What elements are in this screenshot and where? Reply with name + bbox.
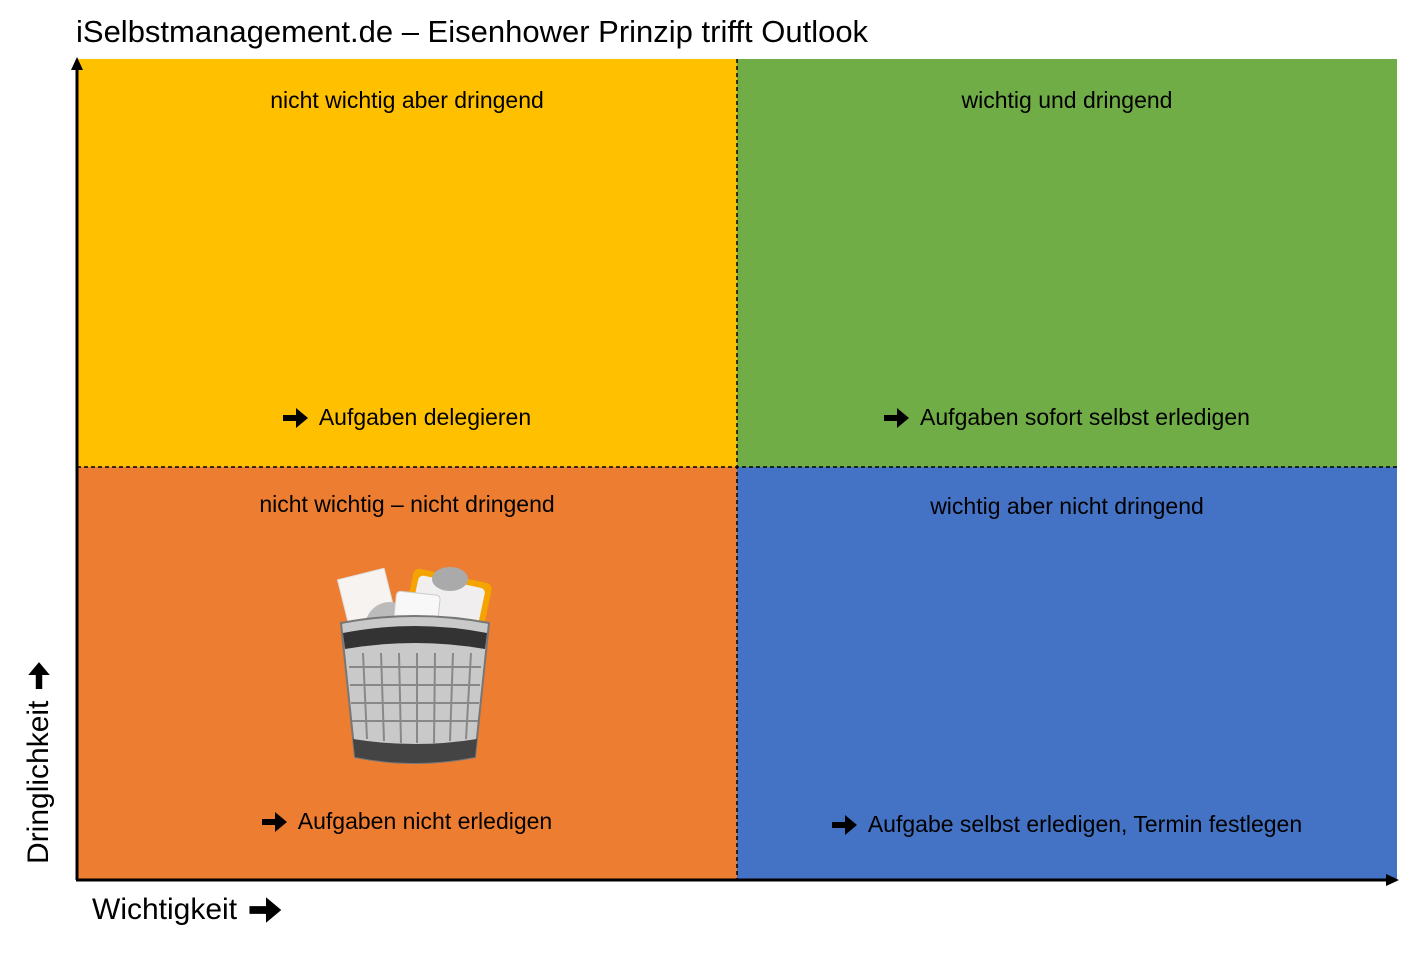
quadrant-action: Aufgaben nicht erledigen — [77, 808, 737, 835]
action-text: Aufgaben nicht erledigen — [297, 808, 553, 834]
action-text: Aufgaben delegieren — [318, 404, 532, 430]
quadrant-title: nicht wichtig aber dringend — [270, 87, 544, 113]
x-axis-arrowhead — [1386, 874, 1399, 886]
y-axis-label: Dringlichkeit — [22, 654, 56, 864]
quadrant-action: Aufgabe selbst erledigen, Termin festleg… — [737, 811, 1397, 838]
page-title: iSelbstmanagement.de – Eisenhower Prinzi… — [76, 14, 869, 49]
quadrant-top-right: wichtig und dringend Aufgaben sofort sel… — [737, 59, 1397, 467]
quadrant-top-left: nicht wichtig aber dringend Aufgaben del… — [77, 59, 737, 467]
quadrant-bottom-right: wichtig aber nicht dringend Aufgabe selb… — [737, 467, 1397, 880]
arrow-right-icon — [282, 407, 308, 428]
action-text: Aufgaben sofort selbst erledigen — [920, 404, 1250, 430]
x-axis-label-text: Wichtigkeit — [92, 893, 238, 926]
arrow-right-icon — [831, 814, 857, 835]
quadrant-title: nicht wichtig – nicht dringend — [259, 491, 555, 517]
quadrant-action: Aufgaben delegieren — [77, 404, 737, 431]
x-axis-label: Wichtigkeit — [92, 893, 283, 927]
quadrant-title: wichtig aber nicht dringend — [930, 493, 1204, 519]
arrow-right-icon — [28, 661, 50, 689]
quadrant-action: Aufgaben sofort selbst erledigen — [737, 404, 1397, 431]
y-axis-label-text: Dringlichkeit — [22, 700, 55, 864]
y-axis-arrowhead — [71, 57, 83, 70]
trash-can-icon — [336, 567, 492, 764]
arrow-right-icon — [249, 897, 282, 923]
arrow-right-icon — [884, 407, 910, 428]
quadrant-title: wichtig und dringend — [961, 87, 1173, 113]
quadrant-bottom-left: nicht wichtig – nicht dringend Aufgaben … — [77, 467, 737, 880]
arrow-right-icon — [261, 811, 287, 832]
action-text: Aufgabe selbst erledigen, Termin festleg… — [867, 811, 1303, 837]
